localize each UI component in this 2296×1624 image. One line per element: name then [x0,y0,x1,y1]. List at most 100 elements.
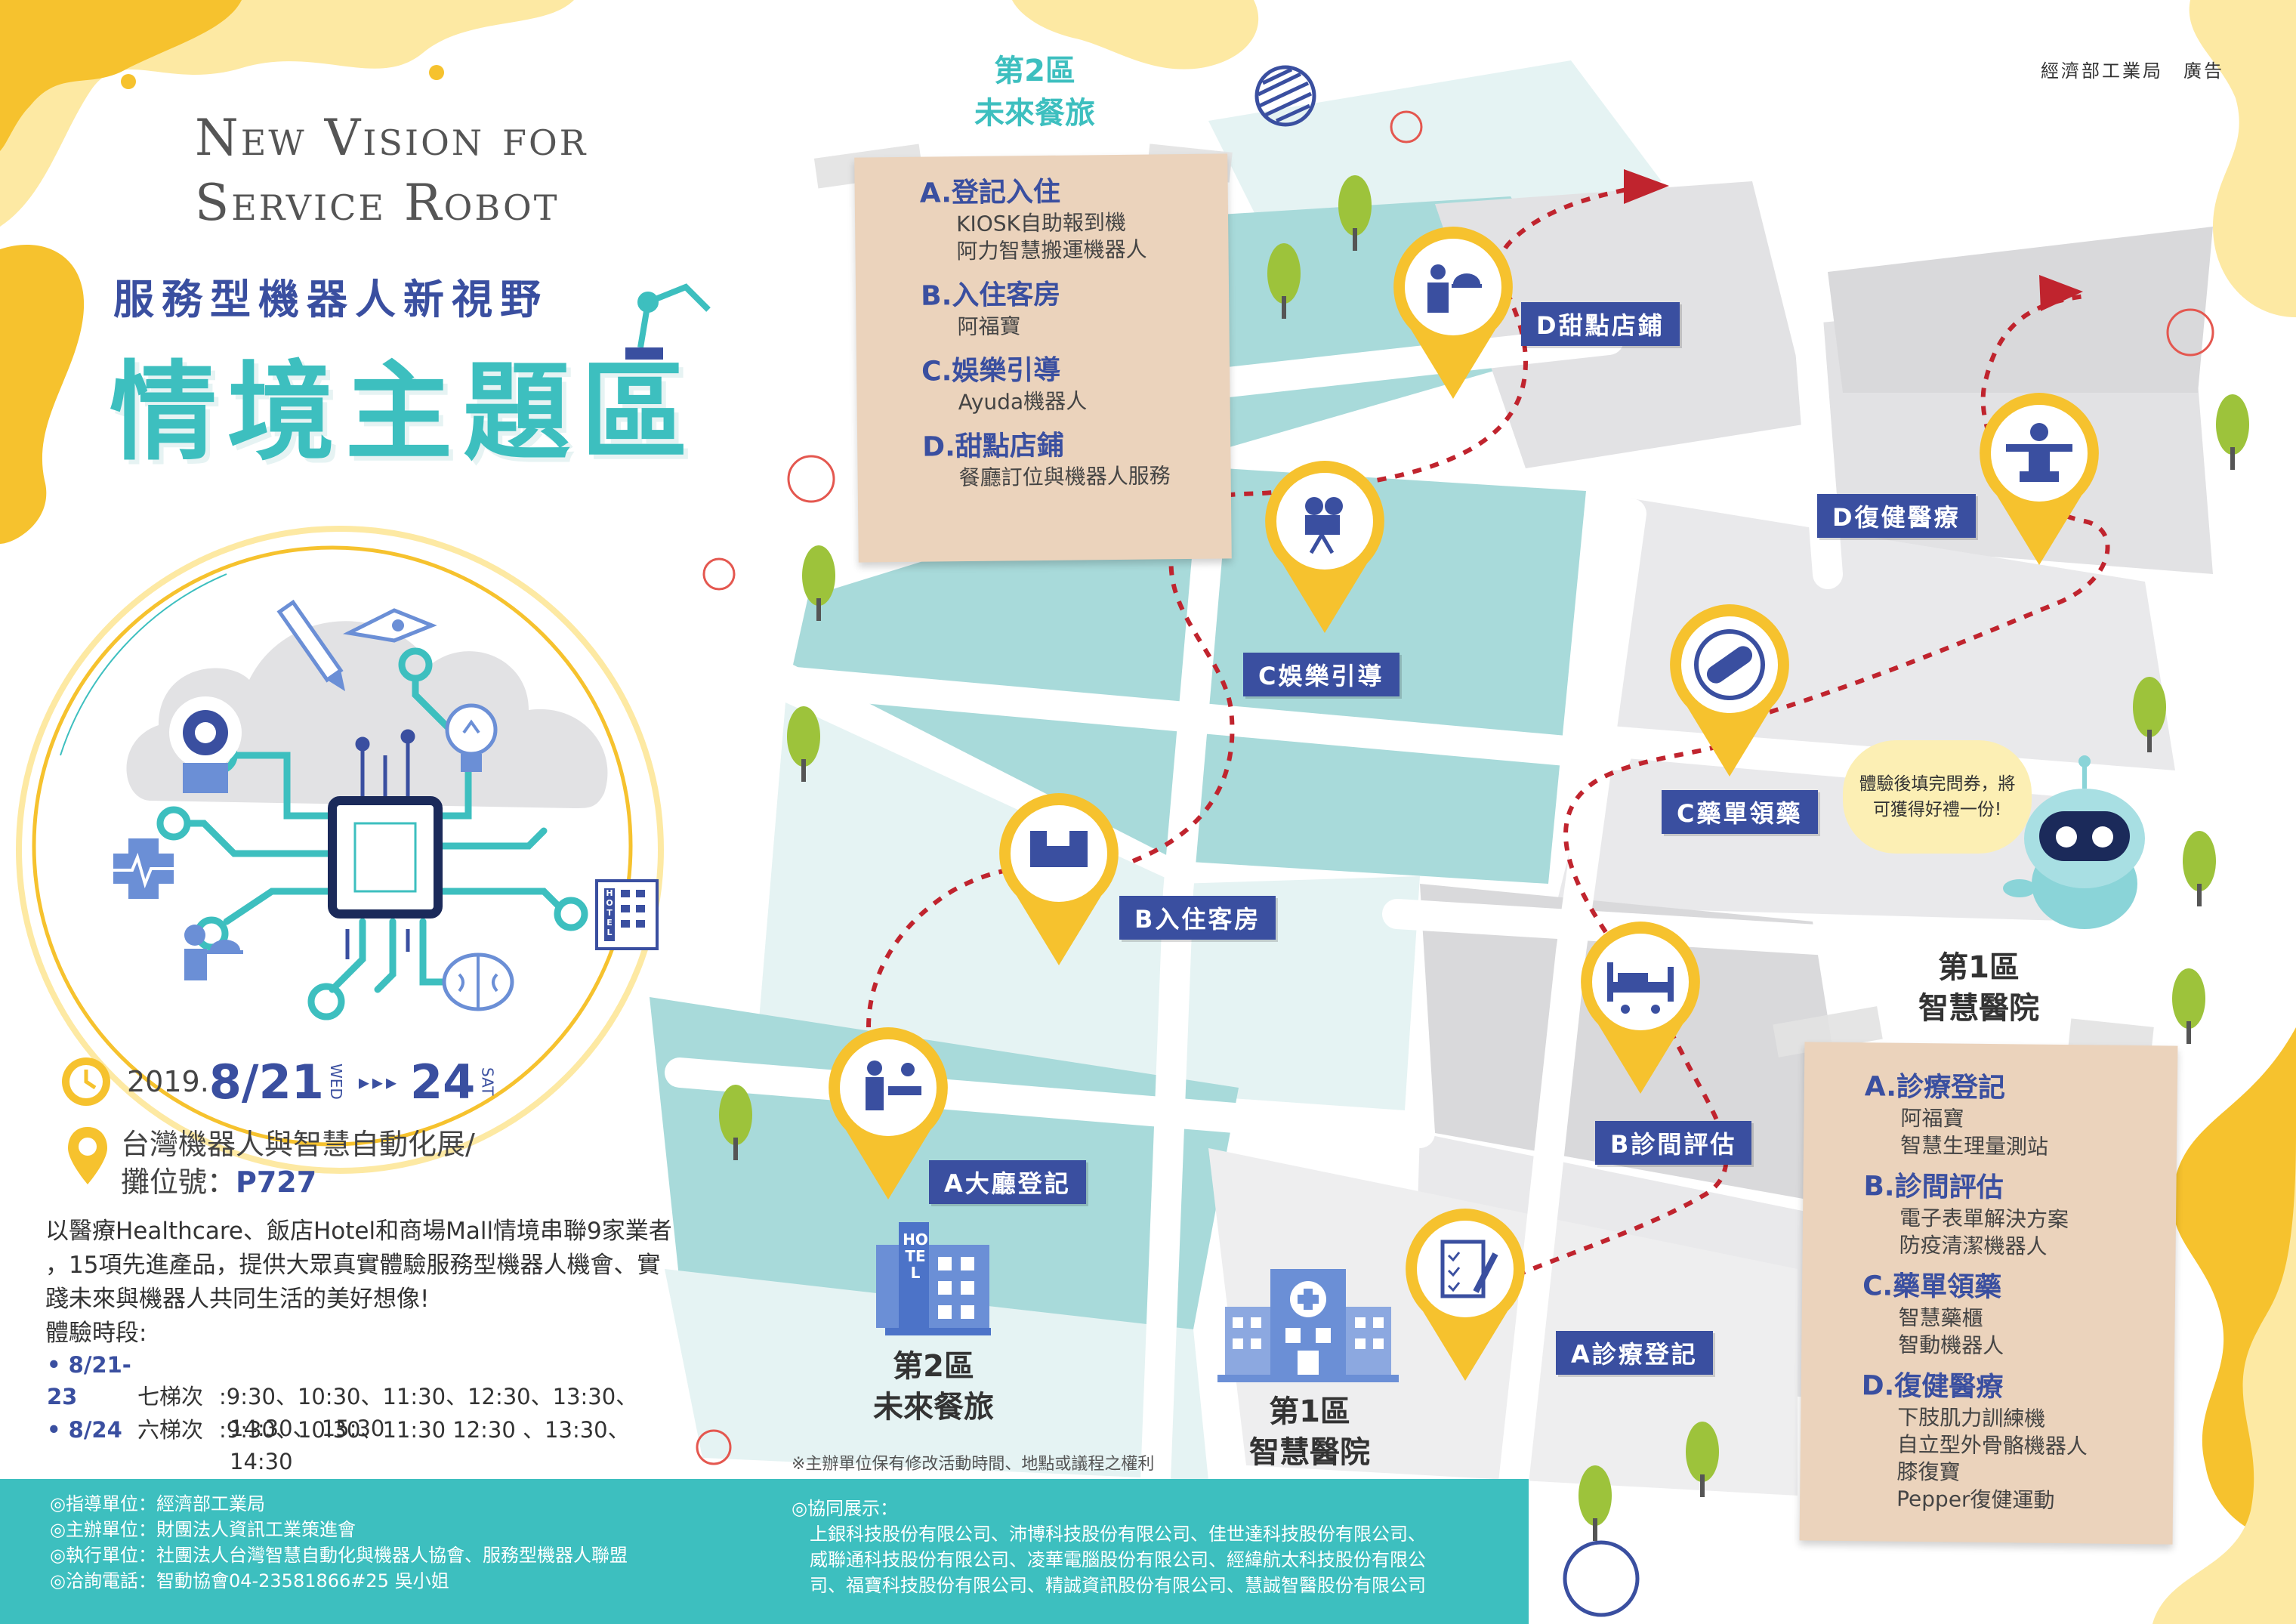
footer-band [0,1479,1529,1624]
zone2-item: C.娛樂引導 Ayuda機器人 [921,351,1230,416]
english-title-line2: Service Robot [195,174,560,232]
zone2-item-detail: Ayuda機器人 [958,388,1088,415]
exhibitor-line: 威聯通科技股份有限公司、凌華電腦股份有限公司、經緯航太科技股份有限公 [810,1549,1426,1570]
head-gear-icon [169,696,242,793]
zone1-item-title: B.診間評估 [1863,1171,2004,1204]
route-arrow-zone1 [2039,275,2083,311]
zone2-item-detail: 阿福寶 [957,313,1021,340]
bubble-line2: 可獲得好禮一份! [1872,800,2002,820]
pin-tag-A-registration: A診療登記 [1556,1331,1713,1375]
map-pin-A-registration [1406,1209,1525,1381]
map-pin-A-lobby [829,1027,948,1199]
organizers: ◎指導單位：經濟部工業局 ◎主辦單位：財團法人資訊工業策進會 ◎執行單位：社團法… [50,1491,628,1594]
pin-tag-D-dessert: D甜點店鋪 [1521,302,1680,346]
map-pin-B-consultation [1581,922,1700,1094]
schedule-dates: • 8/21-23 [47,1352,131,1409]
schedule-dates: • 8/24 [47,1417,122,1443]
circuit-wires [345,729,415,959]
bubble-line1: 體驗後填完問券，將 [1859,774,2016,794]
venue-booth-prefix: 攤位號： [121,1166,236,1199]
pin-tag-B-room: B入住客房 [1119,896,1276,940]
zone2-heading-line1: 第2區 [994,54,1075,88]
zone1-item-title: A.診療登記 [1864,1071,2006,1104]
zone1-item-detail: 阿福寶 [1900,1105,1964,1132]
zone1-card: A.診療登記 阿福寶 智慧生理量測站 B.診間評估 電子表單解決方案 防疫清潔機… [1799,1042,2178,1545]
schedule-title: 體驗時段: [45,1320,147,1347]
rights-note: ※主辦單位保有修改活動時間、地點或議程之權利 [792,1455,1155,1474]
route-arrow-zone2 [1624,169,1669,204]
event-dates: 2019. 8/21 WED ▸▸▸ 24 SAT [60,1051,499,1112]
brain-icon [442,952,514,1011]
organizer-line: ◎指導單位：經濟部工業局 [50,1493,265,1514]
intro-line3: 踐未來與機器人共同生活的美好想像! [45,1286,430,1313]
tape [1773,1006,1883,1057]
yellow-blob-top-left-2 [0,0,242,151]
zone2-item-title: D.甜點店鋪 [922,430,1064,463]
event-venue: 台灣機器人與智慧自動化展/ 攤位號：P727 [121,1125,475,1201]
zone2-item-detail: 阿力智慧搬運機器人 [956,236,1147,264]
ministry-ad-note: 經濟部工業局 廣告 [2041,60,2224,82]
schedule-times-cont: 14:30 [230,1449,293,1474]
yellow-blob-left [0,245,85,544]
date-arrows-icon: ▸▸▸ [358,1069,400,1095]
zone1-item-title: D.復健醫療 [1861,1370,2004,1403]
english-title: New Vision for Service Robot [195,106,588,236]
zone1-item-detail: 電子表單解決方案 [1899,1205,2069,1233]
intro-text: 以醫療Healthcare、飯店Hotel和商場Mall情境串聯9家業者 ，15… [45,1215,725,1351]
zone1-item: D.復健醫療 下肢肌力訓練機 自立型外骨骼機器人 膝復寶 Pepper復健運動 [1860,1369,2174,1515]
clock-icon [62,1057,110,1106]
yellow-blob-top-right [2189,0,2296,317]
pin-tag-C-entertainment: C娛樂引導 [1243,653,1400,696]
cloud-shape [126,621,608,808]
zone2-item-detail: KIOSK自助報到機 [955,209,1127,237]
zone1-item-detail: 智慧藥櫃 [1898,1304,1983,1331]
zone1-item-detail: 智動機器人 [1898,1332,2004,1359]
schedule-times: :9:30、10:30、11:30 12:30 、13:30、 [219,1417,630,1443]
hotel-building-icon [595,879,659,950]
zone1-item: A.診療登記 阿福寶 智慧生理量測站 [1864,1070,2177,1162]
booth-number: P727 [236,1166,317,1199]
zone2-item-title: C.娛樂引導 [921,354,1061,387]
zone1-label-line2: 智慧醫院 [1249,1435,1370,1470]
hotel-sign: HOTEL [903,1230,928,1282]
zone2-heading: 第2區 未來餐旅 [937,50,1133,134]
schedule-row: • 8/24 六梯次 :9:30、10:30、11:30 12:30 、13:30、… [47,1414,630,1477]
zone1-item-detail: 防疫清潔機器人 [1899,1232,2048,1259]
map-pin-D-rehab [1980,393,2099,565]
zone1-item-detail: 膝復寶 [1896,1459,1961,1485]
zone2-label: 第2區 未來餐旅 [835,1346,1032,1428]
zone2-card: A.登記入住 KIOSK自助報到機 阿力智慧搬運機器人 B.入住客房 阿福寶 C… [854,153,1232,563]
zone1-label-line1: 第1區 [1269,1394,1350,1429]
exhibitor-line: 司、福寶科技股份有限公司、精誠資訊股份有限公司、慧誠智醫股份有限公司 [810,1575,1426,1596]
zone2-label-line2: 未來餐旅 [873,1390,994,1425]
zone1-label: 第1區 智慧醫院 [1211,1391,1408,1473]
zone1-item-detail: 下肢肌力訓練機 [1897,1404,2046,1431]
zone2-label-line1: 第2區 [893,1349,974,1384]
intro-line1: 以醫療Healthcare、飯店Hotel和商場Mall情境串聯9家業者 [45,1218,672,1245]
hotel-building-large-icon [876,1222,991,1335]
event-year: 2019. [127,1065,209,1098]
zone1-item: C.藥單領藥 智慧藥櫃 智動機器人 [1862,1269,2175,1361]
zone2-item: B.入住客房 阿福寶 [921,276,1230,341]
pin-tag-C-pharmacy: C藥單領藥 [1662,790,1818,834]
event-start-day: WED [326,1064,345,1100]
zone2-item-title: B.入住客房 [920,279,1061,312]
bulb-icon [445,703,498,772]
zone1-item: B.診間評估 電子表單解決方案 防疫清潔機器人 [1862,1169,2176,1261]
tree-icons [719,175,2249,1541]
event-end-day: SAT [478,1067,497,1096]
pin-tag-A-lobby: A大廳登記 [929,1160,1086,1204]
schedule-count: 六梯次 [137,1417,204,1443]
zone2-item: D.甜點店鋪 餐廳訂位與機器人服務 [922,427,1231,492]
zone2-item-detail: 餐廳訂位與機器人服務 [958,463,1171,491]
event-end-date: 24 [410,1054,476,1110]
location-pin-icon [68,1127,107,1184]
hospital-building-icon [1217,1269,1399,1382]
zone1-item-title: C.藥單領藥 [1862,1270,2002,1304]
pin-tag-D-rehab: D復健醫療 [1817,494,1976,538]
yellow-blob-top-center [1012,0,1259,69]
schedule-times-cont: 14:30、 15:30 [230,1416,385,1441]
waiter-icon [184,925,243,980]
robot-arm-icon [625,283,711,360]
